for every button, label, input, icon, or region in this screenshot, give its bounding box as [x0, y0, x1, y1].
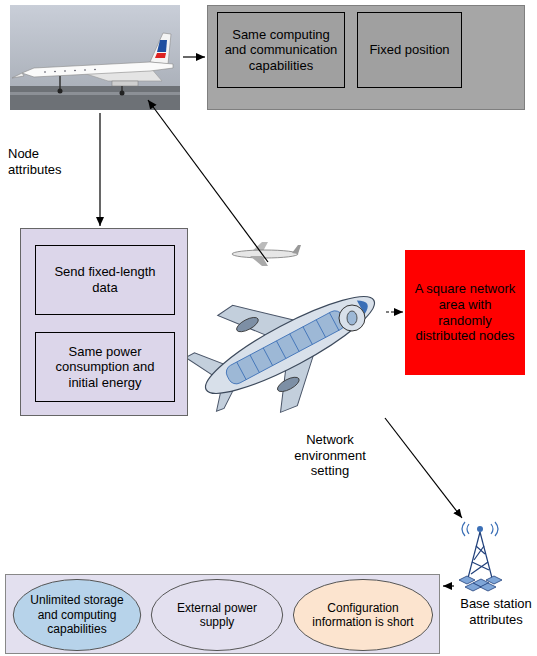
- group-panel: Unlimited storage and computing capabili…: [5, 574, 440, 654]
- annotation-label: Network environment setting: [282, 432, 378, 479]
- network-area-box: A square network area with randomly dist…: [405, 250, 525, 375]
- cabin-window-detail: [339, 305, 365, 331]
- node-text: Same power consumption and initial energ…: [45, 344, 165, 391]
- aircraft-cutaway: [174, 246, 400, 442]
- attribute-box: Send fixed-length data: [35, 245, 175, 315]
- group-panel: Same computing and communication capabil…: [207, 5, 525, 110]
- attribute-circle: Unlimited storage and computing capabili…: [12, 578, 142, 652]
- attribute-box: Fixed position: [357, 12, 462, 88]
- node-text: A square network area with randomly dist…: [411, 281, 519, 343]
- node-text: Same computing and communication capabil…: [223, 27, 339, 74]
- base-station-icon: [459, 522, 502, 591]
- attribute-circle: External power supply: [150, 578, 284, 652]
- node-text: Unlimited storage and computing capabili…: [29, 593, 125, 636]
- attribute-box: Same power consumption and initial energ…: [35, 332, 175, 402]
- node-text: External power supply: [169, 601, 265, 630]
- annotation-label: Base station attributes: [458, 596, 534, 627]
- node-text: Configuration information is short: [311, 601, 415, 630]
- attribute-box: Same computing and communication capabil…: [217, 12, 345, 88]
- small-aircraft: [232, 242, 301, 266]
- node-text: Send fixed-length data: [45, 264, 165, 295]
- attribute-circle: Configuration information is short: [292, 578, 434, 652]
- annotation-label: Node attributes: [8, 146, 88, 177]
- aircraft-photo: [10, 5, 180, 110]
- node-text: Fixed position: [363, 42, 456, 58]
- group-panel: Send fixed-length dataSame power consump…: [20, 228, 188, 416]
